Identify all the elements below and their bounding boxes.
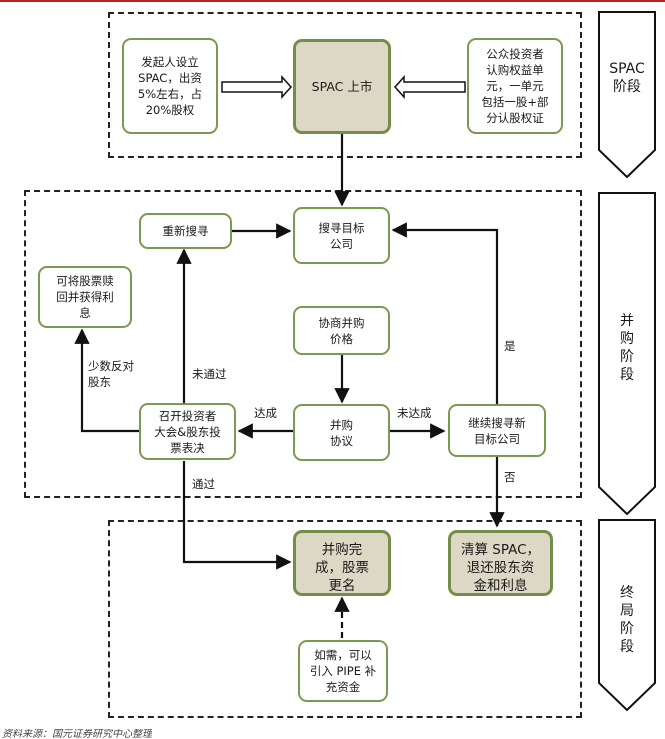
not-reached-label: 未达成 <box>397 406 432 420</box>
minority-oppose-label: 少数反对 股东 <box>88 359 134 389</box>
spac-listing-node: SPAC 上市 <box>293 39 391 134</box>
research-again-node: 重新搜寻 <box>139 213 232 249</box>
final-stage-label: 终 局 阶 段 <box>620 585 634 655</box>
final-stage-chevron <box>598 519 656 712</box>
source-note: 资料来源：国元证券研究中心整理 <box>2 729 152 739</box>
spac-stage-label: SPAC 阶段 <box>609 61 645 95</box>
investors-to-listing-arrow <box>393 75 466 99</box>
merger-stage-box <box>24 190 582 498</box>
merger-stage-chevron <box>598 192 656 516</box>
spac-stage-box <box>108 12 582 158</box>
vote-to-redeem-arrow <box>74 328 139 433</box>
search-target-node: 搜寻目标 公司 <box>293 207 390 264</box>
merger-stage-label: 并 购 阶 段 <box>620 313 634 383</box>
not-passed-label: 未通过 <box>192 367 227 381</box>
negotiate-node: 协商并购 价格 <box>293 306 390 355</box>
no-label: 否 <box>504 470 516 484</box>
liquidate-node: 清算 SPAC， 退还股东资 金和利息 解散公司 <box>448 530 553 596</box>
yes-label: 是 <box>504 339 516 353</box>
spac-stage-chevron <box>598 11 656 179</box>
agreement-node: 并购 协议 <box>293 404 390 461</box>
vote-to-merger-complete-arrow <box>182 461 292 570</box>
sponsor-to-listing-arrow <box>221 75 293 99</box>
public-investors-node: 公众投资者 认购权益单 元，一单元 包括一股+部 分认股权证 <box>467 38 563 134</box>
redeem-node: 可将股票赎 回并获得利 息 <box>38 266 132 328</box>
reached-label: 达成 <box>254 406 277 420</box>
final-stage-box <box>108 520 582 718</box>
passed-label: 通过 <box>192 477 215 491</box>
continue-search-node: 继续搜寻新 目标公司 <box>448 404 546 457</box>
merger-complete-node: 并购完 成，股票 更名 <box>293 530 391 596</box>
pipe-node: 如需，可以 引入 PIPE 补 充资金 <box>298 640 388 702</box>
top-rule <box>0 0 665 2</box>
sponsor-node: 发起人设立 SPAC，出资 5%左右，占 20%股权 <box>122 38 218 134</box>
vote-node: 召开投资者 大会&股东投 票表决 <box>139 403 236 460</box>
continue-to-search-arrow <box>391 222 499 404</box>
